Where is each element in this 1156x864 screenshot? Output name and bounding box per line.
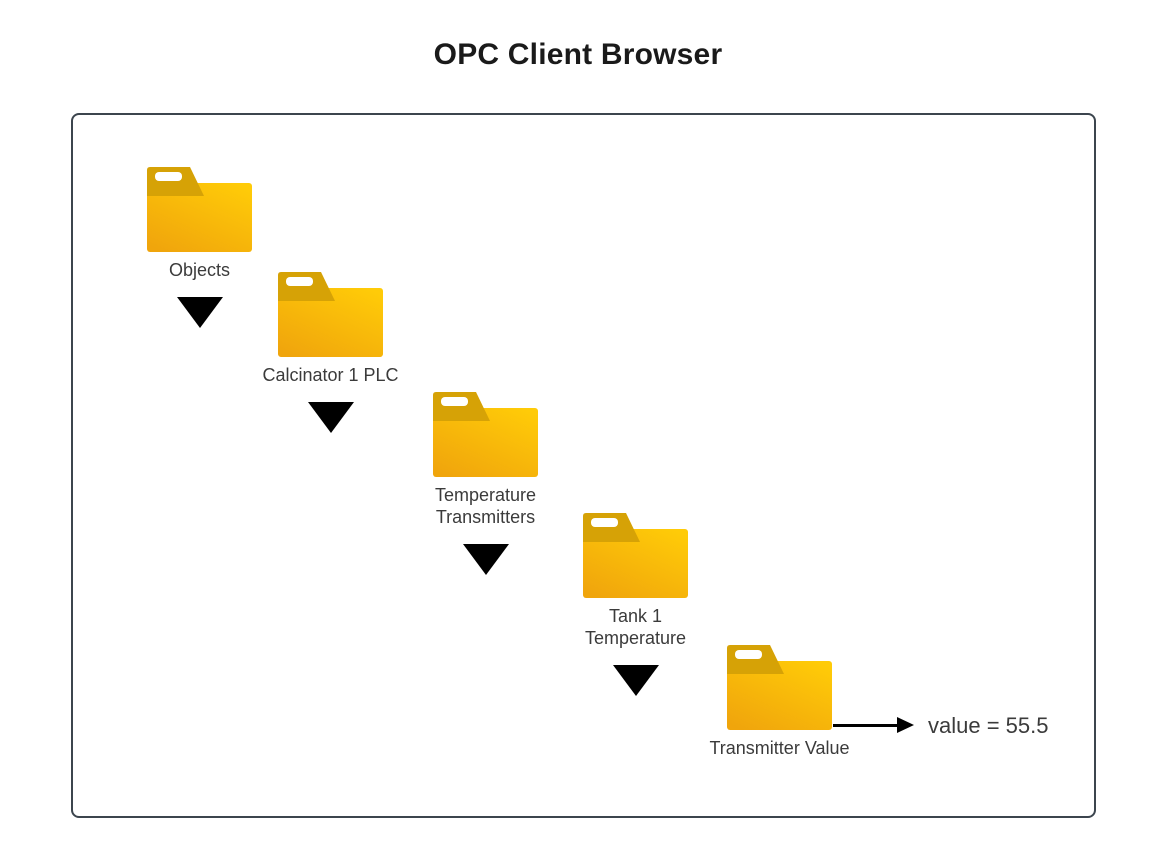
triangle-down-icon[interactable] (612, 665, 659, 696)
folder-icon[interactable] (278, 272, 383, 357)
value-arrow-line (833, 724, 899, 727)
page-title: OPC Client Browser (433, 38, 723, 71)
folder-icon[interactable] (147, 167, 252, 252)
folder-icon[interactable] (727, 645, 832, 730)
tree-node-tank-1-temperature: Tank 1 Temperature (583, 513, 688, 696)
tree-node-calcinator-1-plc: Calcinator 1 PLC (262, 272, 399, 433)
node-label: Temperature Transmitters (434, 485, 537, 527)
node-label: Transmitter Value (709, 738, 850, 758)
tree-node-objects: Objects (147, 167, 252, 328)
node-label: Objects (168, 260, 231, 280)
triangle-down-icon[interactable] (176, 297, 223, 328)
node-label: Tank 1 Temperature (584, 606, 687, 648)
tree-node-temperature-transmitters: Temperature Transmitters (433, 392, 538, 575)
value-label: value = 55.5 (928, 713, 1049, 738)
arrow-right-icon (897, 717, 914, 733)
tree-node-transmitter-value: Transmitter Value (709, 645, 850, 759)
node-label: Calcinator 1 PLC (262, 365, 399, 385)
folder-icon[interactable] (433, 392, 538, 477)
triangle-down-icon[interactable] (307, 402, 354, 433)
triangle-down-icon[interactable] (462, 544, 509, 575)
folder-icon[interactable] (583, 513, 688, 598)
